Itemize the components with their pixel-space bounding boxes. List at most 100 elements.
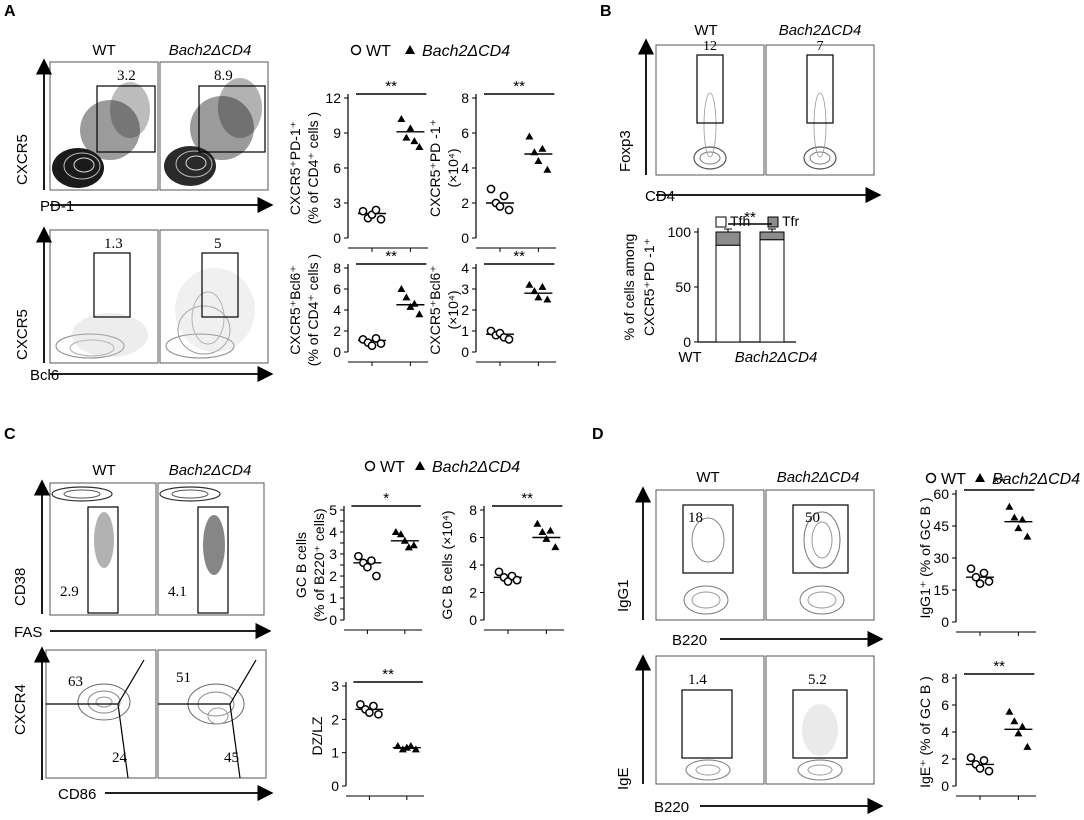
y-tick-label: 6	[469, 530, 477, 546]
legend-tfr-label: Tfr	[782, 213, 799, 229]
y-tick-label: 50	[675, 279, 691, 295]
y-axis-title: DZ/LZ	[309, 716, 325, 755]
ko-data-point	[406, 742, 415, 749]
flow-density-cloud	[165, 268, 255, 359]
panel-c-legend: WT Bach2ΔCD4	[364, 459, 520, 476]
significance-stars: **	[744, 209, 756, 226]
wt-data-point	[979, 756, 989, 765]
y-tick-label: 3	[331, 678, 339, 694]
y-tick-label: 8	[333, 260, 341, 276]
ko-data-point	[542, 534, 551, 542]
ko-data-point	[411, 745, 420, 753]
y-tick-label: 2	[331, 711, 339, 727]
gate-frequency: 3.2	[117, 68, 136, 84]
flow-plot-frame	[159, 61, 269, 191]
y-tick-label: 0	[683, 334, 691, 350]
flow-plot-frame	[157, 482, 265, 616]
col-header-bach2: Bach2ΔCD4	[779, 22, 862, 39]
gate-frequency: 7	[817, 39, 824, 54]
wt-data-point	[984, 766, 994, 776]
ko-data-point	[404, 543, 413, 551]
y-tick-label: 4	[329, 524, 337, 540]
y-tick-label: 6	[941, 697, 949, 713]
x-axis-label: B220	[654, 799, 689, 816]
flow-density-cloud	[159, 486, 225, 575]
y-tick-label: 4	[461, 260, 469, 276]
legend-wt-label: WT	[380, 459, 405, 476]
y-tick-label: 30	[933, 550, 949, 566]
bar-tfh	[715, 244, 741, 343]
flow-gate	[96, 85, 156, 153]
ko-data-point	[1018, 515, 1027, 523]
y-axis-title: % of cells among	[621, 234, 637, 341]
y-axis-subtitle: (% of CD4⁺ cells )	[305, 254, 321, 366]
gate-frequency-top: 51	[176, 670, 191, 686]
ko-data-point	[543, 295, 552, 303]
panel-d-legend: WT Bach2ΔCD4	[925, 471, 1080, 488]
wt-data-point	[504, 205, 514, 215]
y-axis-title: GC B cells (×10⁴)	[439, 510, 455, 619]
y-tick-label: 2	[329, 568, 337, 584]
ko-data-point	[525, 280, 534, 288]
legend-ko-label: Bach2ΔCD4	[422, 43, 510, 60]
y-tick-label: 0	[469, 612, 477, 628]
y-tick-label: 2	[941, 751, 949, 767]
y-tick-label: 6	[333, 281, 341, 297]
y-tick-label: 9	[333, 125, 341, 141]
flow-density-cloud	[685, 759, 731, 781]
y-axis-title: CXCR5⁺PD-1⁺	[287, 121, 303, 215]
gate-frequency: 1.4	[688, 672, 707, 688]
legend-ko-marker	[975, 473, 985, 482]
col-header-wt: WT	[694, 22, 717, 39]
y-tick-label: 2	[461, 195, 469, 211]
ko-data-point	[391, 528, 400, 535]
flow-gate	[806, 54, 834, 124]
wt-data-point	[486, 184, 496, 194]
y-axis-label: CXCR5	[14, 309, 31, 360]
wt-data-point	[363, 562, 372, 572]
panel-c-flow: WT Bach2ΔCD4 2.9 4.1 CD38 FAS	[12, 462, 274, 803]
gate-frequency: 12	[703, 39, 717, 54]
y-tick-label: 4	[461, 160, 469, 176]
wt-data-point	[966, 564, 976, 574]
y-axis-label: IgE	[615, 767, 632, 790]
ko-data-point	[534, 157, 543, 164]
gate-frequency: 5	[214, 236, 222, 252]
significance-stars: **	[513, 78, 525, 95]
ko-data-point	[409, 541, 418, 549]
significance-stars: **	[385, 78, 397, 95]
x-axis-label: CD4	[645, 188, 675, 205]
significance-stars: **	[513, 248, 525, 265]
y-axis-subtitle: CXCR5⁺PD -1⁺	[641, 238, 657, 336]
ko-data-point	[1005, 707, 1014, 715]
ko-data-point	[525, 132, 534, 140]
flow-density-cloud	[799, 511, 845, 615]
ko-data-point	[1005, 502, 1014, 510]
ko-data-point	[530, 287, 539, 295]
x-category-label: WT	[678, 349, 701, 366]
ko-data-point	[1010, 717, 1019, 725]
y-tick-label: 3	[333, 195, 341, 211]
flow-density-cloud	[77, 683, 131, 721]
wt-data-point	[504, 335, 514, 344]
gate-frequency: 8.9	[214, 68, 233, 84]
x-category-label: Bach2ΔCD4	[735, 349, 818, 366]
wt-data-point	[371, 205, 381, 215]
y-tick-label: 8	[469, 502, 477, 518]
ko-data-point	[406, 302, 415, 310]
flow-gate	[197, 506, 229, 614]
significance-stars: *	[383, 490, 389, 507]
y-tick-label: 3	[461, 281, 469, 297]
ko-data-point	[551, 543, 560, 551]
col-header-wt: WT	[696, 469, 719, 486]
y-axis-title: GC B cells	[293, 532, 309, 598]
y-tick-label: 2	[461, 302, 469, 318]
y-tick-label: 4	[941, 724, 949, 740]
y-axis-label: CXCR4	[12, 684, 29, 735]
